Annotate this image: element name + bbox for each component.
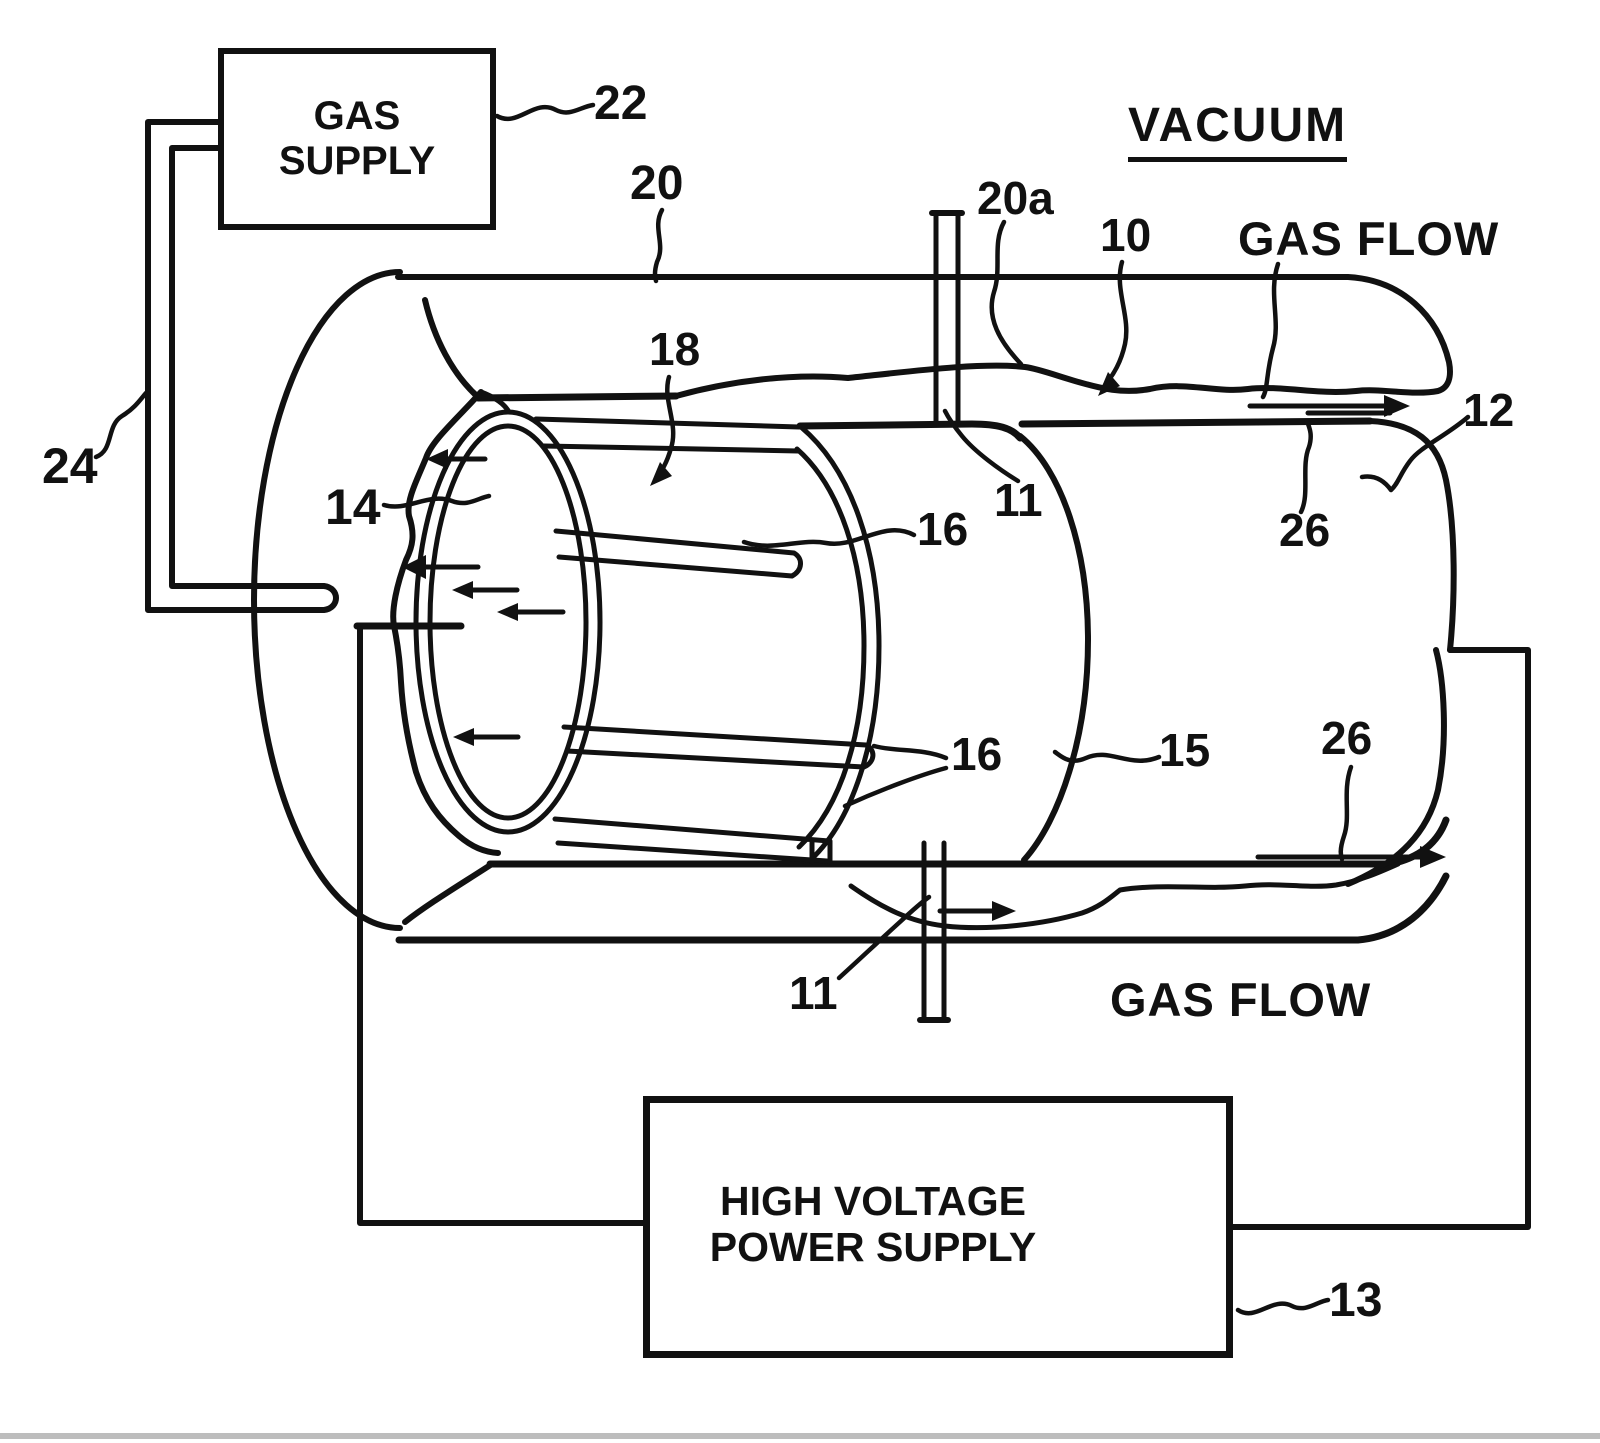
leader-11-bottom [836, 894, 932, 981]
grid-rod-bottom [552, 816, 833, 865]
leader-10 [1102, 259, 1129, 388]
leader-12 [1359, 414, 1471, 493]
ref-10: 10 [1100, 209, 1152, 261]
hv-wire-left [357, 626, 646, 1226]
gas-path-wavy-bottom [848, 861, 1401, 931]
leader-11-top [942, 408, 1021, 484]
ref-16-bottom: 16 [951, 728, 1003, 780]
vessel-left-endcap-arc [251, 269, 403, 931]
grid-rod-top [533, 416, 802, 454]
gasflow-arrow-bottom-head [1420, 846, 1446, 868]
grid-rod-middle [553, 528, 803, 579]
gasflow-arrow-small-head [992, 901, 1016, 921]
gas-supply-label-line1: GAS [313, 94, 401, 139]
tube12-right-outer-curve [1367, 418, 1457, 653]
hv-power-supply-label: HIGH VOLTAGE POWER SUPPLY [708, 1178, 1038, 1271]
leader-26-bottom [1338, 764, 1354, 862]
leader-16-top [741, 528, 917, 548]
gas-pipe24 [145, 119, 339, 613]
tube12-top-wall-left [796, 420, 1024, 442]
liner-top-left-tail [422, 297, 482, 401]
cage-left-rim-inner [427, 423, 589, 821]
leader-26-top [1298, 418, 1313, 515]
ref-24: 24 [42, 438, 98, 494]
inflow-arrow2-head [402, 555, 426, 579]
inflow-arrow5-head [453, 728, 474, 746]
gas-flow-label-top: GAS FLOW [1238, 212, 1500, 265]
ref-18: 18 [649, 323, 701, 375]
ref-11-top: 11 [994, 474, 1043, 526]
cathode14-top-link [478, 389, 512, 415]
ref-20a: 20a [977, 172, 1054, 224]
leader-20 [652, 207, 665, 284]
leader-15 [1052, 749, 1162, 763]
scan-artifact-line [0, 1433, 1600, 1439]
pipe11-bottom [921, 840, 947, 1021]
cage-right-rim-inner [794, 446, 867, 850]
leader-20a [989, 219, 1024, 367]
inflow-arrow1-head [426, 449, 448, 469]
vessel-top-wall-and-torn-edge [395, 274, 1453, 399]
liner-top-line [474, 392, 680, 402]
ref-26-top: 26 [1279, 504, 1331, 556]
ref-11-bottom: 11 [789, 967, 838, 1019]
cylinder15-left-rim-arc [1017, 433, 1091, 863]
leader-24 [93, 390, 149, 460]
tube12-top-wall-right [1018, 417, 1374, 428]
ref-15: 15 [1159, 724, 1211, 776]
vacuum-label: VACUUM [1128, 98, 1348, 162]
hv-wire-right [1229, 647, 1531, 1230]
gas-supply-box: GAS SUPPLY [218, 48, 496, 230]
hv-label-line1: HIGH VOLTAGE [720, 1178, 1026, 1224]
ref-13: 13 [1329, 1274, 1383, 1327]
gasflow-arrow-top-head [1384, 395, 1410, 417]
hv-label-line2: POWER SUPPLY [709, 1223, 1037, 1270]
cage-right-rim-outer [798, 424, 882, 867]
ref18-arrow-head [650, 462, 672, 486]
grid-rod-lower [561, 724, 876, 770]
inflow-arrow4-head [497, 603, 518, 621]
ref-14: 14 [325, 479, 381, 535]
vessel-bottom-wall [395, 872, 1450, 944]
ref-20: 20 [630, 157, 684, 210]
ref-22: 22 [594, 77, 648, 130]
leader-16-bottom [842, 743, 949, 809]
ref10-arrow-head [1098, 372, 1120, 396]
gas-supply-label-line2: SUPPLY [278, 139, 436, 183]
gas-flow-label-bottom: GAS FLOW [1110, 973, 1372, 1026]
pipe11-top [933, 212, 961, 427]
leader-18 [653, 374, 676, 482]
ref-16-top: 16 [917, 503, 969, 555]
ref-26-bottom: 26 [1321, 712, 1373, 764]
cage-left-rim-outer [413, 409, 603, 835]
hv-power-supply-box: HIGH VOLTAGE POWER SUPPLY [643, 1096, 1233, 1358]
leader-22 [494, 102, 596, 122]
leader-14 [381, 493, 492, 509]
leader-13 [1235, 1297, 1331, 1316]
liner-bottom-left-tail [402, 861, 495, 925]
leader-gasflow-top [1260, 261, 1281, 400]
ref-12: 12 [1463, 384, 1515, 436]
inflow-arrow3-head [452, 581, 473, 599]
